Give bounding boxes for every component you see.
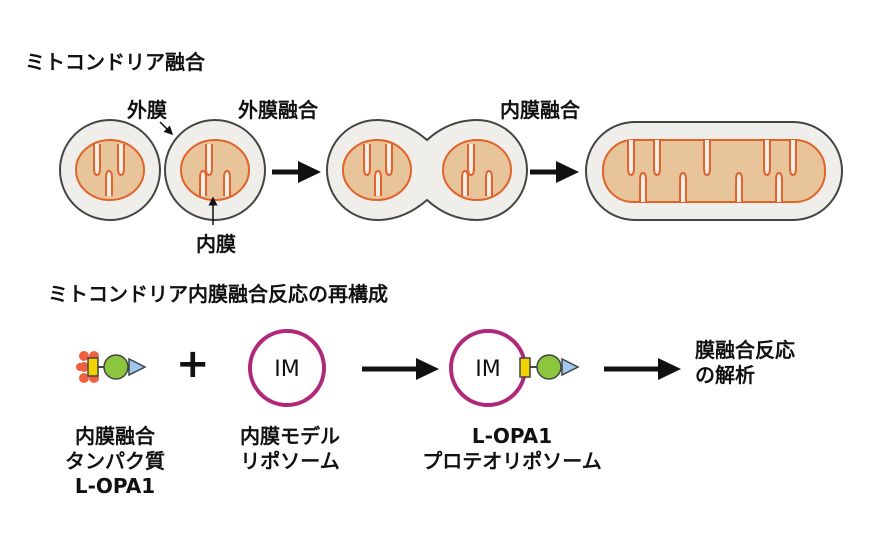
section2-heading: ミトコンドリア内膜融合反応の再構成: [48, 282, 388, 306]
liposome-label-line-2: リポソーム: [240, 449, 340, 473]
arrow-1: [272, 161, 321, 183]
l-opa1-protein-icon: [76, 351, 147, 383]
arrow-2: [530, 161, 579, 183]
plus-sign: +: [176, 341, 210, 387]
arrow-4: [604, 358, 681, 380]
outer-membrane-pointer: [159, 121, 174, 136]
section1-heading: ミトコンドリア融合: [25, 50, 205, 74]
mitochondrion-2: [164, 119, 266, 221]
fully-fused-mitochondrion: [585, 121, 843, 221]
liposome-label: 内膜モデル リポソーム: [195, 424, 385, 474]
protein-label-line-3: L-OPA1: [74, 474, 156, 498]
outer-fused-mitochondria: [326, 118, 528, 222]
proteoliposome-label-line-1: L-OPA1: [471, 424, 553, 448]
outer-fusion-label: 外膜融合: [238, 98, 318, 122]
outer-membrane-label: 外膜: [127, 98, 167, 122]
inner-membrane-label: 内膜: [196, 232, 236, 256]
proteoliposome-label-line-2: プロテオリポソーム: [422, 449, 602, 473]
result-label-line-1: 膜融合反応: [695, 338, 795, 362]
arrow-3: [362, 358, 439, 380]
result-label: 膜融合反応 の解析: [695, 338, 795, 388]
result-label-line-2: の解析: [695, 363, 755, 387]
inner-fusion-label: 内膜融合: [500, 98, 580, 122]
mitochondrion-1: [59, 119, 161, 221]
proteoliposome: [449, 329, 580, 407]
liposome-label-line-1: 内膜モデル: [240, 424, 340, 448]
protein-label-line-2: タンパク質: [65, 449, 165, 473]
protein-label: 内膜融合 タンパク質 L-OPA1: [40, 424, 190, 499]
proteoliposome-im-text: IM: [475, 357, 501, 382]
proteoliposome-label: L-OPA1 プロテオリポソーム: [392, 424, 632, 474]
liposome-im-text: IM: [274, 357, 300, 382]
im-liposome: [248, 329, 326, 407]
protein-label-line-1: 内膜融合: [75, 424, 155, 448]
